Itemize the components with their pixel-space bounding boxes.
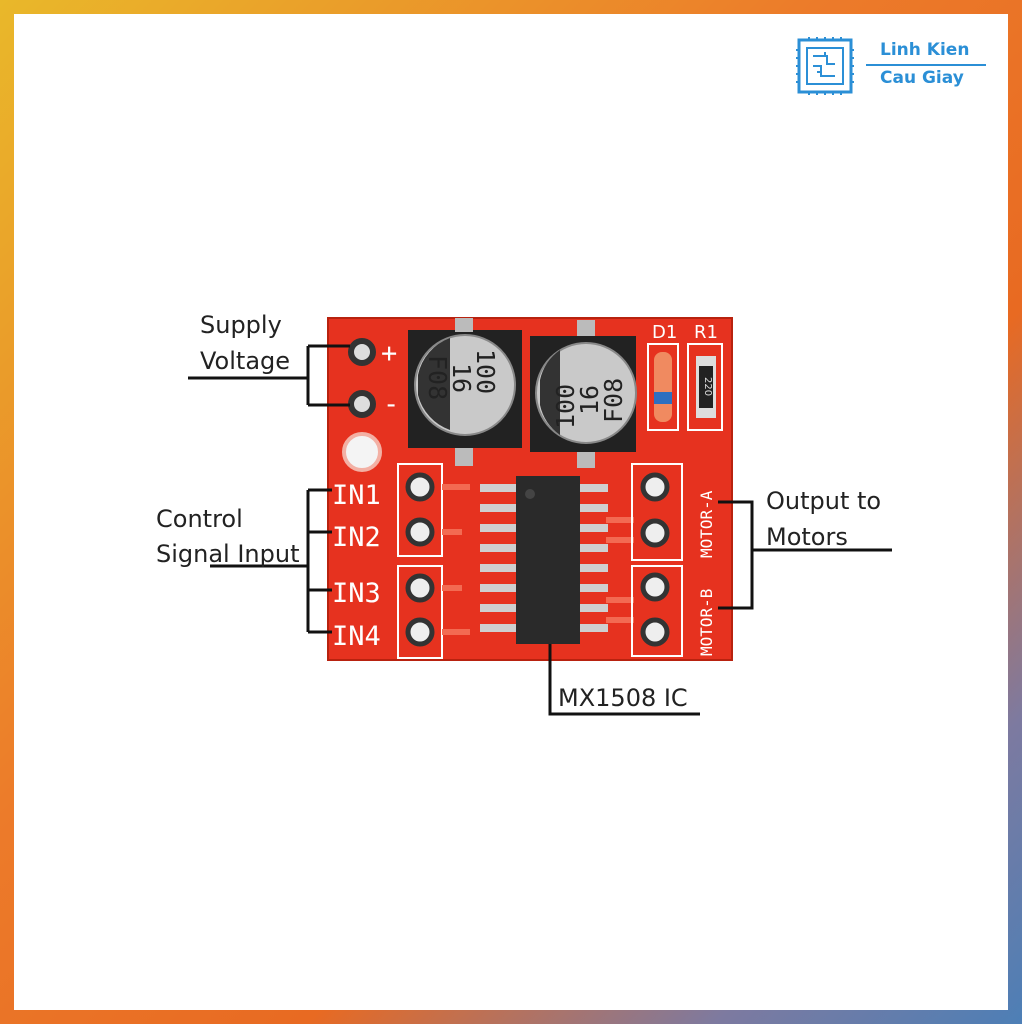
capacitor-right-code: F08 (599, 378, 628, 423)
motor-a-label: MOTOR-A (697, 490, 716, 558)
mx1508-ic (480, 476, 608, 644)
brand-name-line2: Cau Giay (880, 68, 964, 88)
resistor-code: 220 (702, 377, 713, 396)
power-pad-plus (348, 338, 376, 366)
minus-label: - (383, 389, 399, 420)
in4-label: IN4 (332, 621, 381, 652)
motor-b-pad-2 (640, 617, 670, 647)
in4-pad (405, 617, 435, 647)
brand-name-line1: Linh Kien (880, 40, 970, 60)
motor-a-pad-2 (640, 518, 670, 548)
in1-pad (405, 472, 435, 502)
in3-label: IN3 (332, 578, 381, 609)
plus-label: + (381, 338, 397, 369)
control-label-line2: Signal Input (156, 540, 300, 568)
supply-label-line1: Supply (200, 311, 282, 339)
motor-a-pad-1 (640, 472, 670, 502)
capacitor-right-value: 100 (551, 384, 580, 429)
capacitor-left-value: 100 (471, 349, 500, 394)
r1-label: R1 (694, 322, 718, 343)
motor-b-pad-1 (640, 572, 670, 602)
capacitor-right-voltage: 16 (575, 385, 604, 415)
annotation-lines (188, 344, 892, 716)
circuit-chip-icon (796, 37, 854, 95)
power-pad-minus (348, 390, 376, 418)
d1-label: D1 (652, 322, 677, 343)
capacitor-right (535, 342, 637, 444)
in3-pad (405, 573, 435, 603)
output-label-line1: Output to (766, 487, 881, 515)
control-label-line1: Control (156, 505, 243, 533)
capacitor-left-code: F08 (423, 355, 452, 400)
motor-b-label: MOTOR-B (697, 589, 716, 656)
mounting-hole (342, 432, 382, 472)
in1-label: IN1 (332, 480, 381, 511)
supply-label-line2: Voltage (200, 347, 290, 375)
output-label-line2: Motors (766, 523, 848, 551)
brand-divider (866, 64, 986, 66)
ic-label: MX1508 IC (558, 684, 688, 712)
diode-d1 (654, 352, 672, 422)
capacitor-left-voltage: 16 (447, 363, 476, 393)
in2-label: IN2 (332, 522, 381, 553)
in2-pad (405, 517, 435, 547)
